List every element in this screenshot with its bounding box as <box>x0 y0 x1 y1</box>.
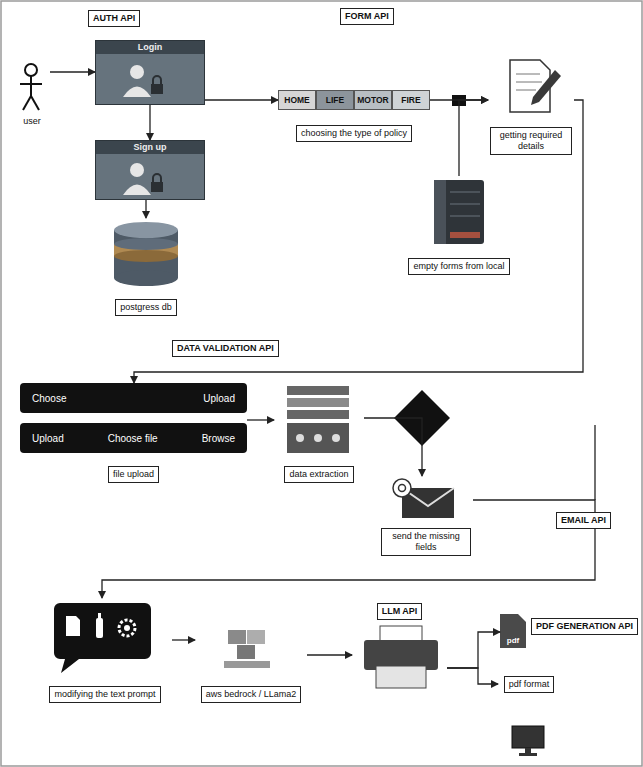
node-text: data extraction <box>284 466 353 483</box>
node-text: postgress db <box>115 299 177 316</box>
upload-bar: Upload Choose file Browse <box>20 423 247 453</box>
file-upload-panel: file uploadChooseUploadUploadChoose file… <box>20 383 247 483</box>
section-label: EMAIL API <box>556 512 611 529</box>
flow-arrow <box>134 100 583 383</box>
node-text: Choose <box>32 393 66 404</box>
node-text: pdf format <box>504 676 555 693</box>
section-label: DATA VALIDATION API <box>172 340 279 357</box>
node-text: pdf <box>507 636 519 648</box>
node-text: Upload <box>203 393 235 404</box>
node-text: LIFE <box>326 95 344 105</box>
flow-arrow <box>50 71 95 72</box>
flow-arrow <box>247 419 274 420</box>
section-label: PDF GENERATION API <box>531 618 638 635</box>
printer-step: LLM API <box>352 603 447 695</box>
node-text: Login <box>96 41 204 54</box>
flow-arrow <box>145 200 146 218</box>
prompt-icon <box>54 603 151 673</box>
node-text: file upload <box>108 466 159 483</box>
flow-arrow <box>447 668 498 684</box>
node-text: choosing the type of policy <box>296 125 412 142</box>
flow-arrow <box>459 100 488 176</box>
node-text: Choose file <box>108 433 158 444</box>
section-label: AUTH API <box>88 10 140 27</box>
node-text: aws bedrock / LLama2 <box>201 686 302 703</box>
details-doc: getting required details <box>488 55 574 155</box>
database-icon <box>114 222 178 286</box>
node-text: modifying the text prompt <box>49 686 160 703</box>
actor: user <box>14 60 50 126</box>
policy-tabs: choosing the type of policy HOME LIFE MOTOR… <box>278 90 430 142</box>
pdf-output: pdf format <box>498 675 560 694</box>
signup-box: Sign up <box>95 140 205 200</box>
flow-arrow <box>149 105 150 140</box>
signup-box-art <box>95 140 205 200</box>
printer-icon <box>364 626 438 688</box>
node-text: LLM API <box>377 603 423 620</box>
pdf-file: pdf <box>500 614 526 648</box>
email-icon <box>393 479 454 518</box>
email-step: send the missing fields <box>379 476 473 556</box>
policy-tab: LIFE <box>316 90 354 110</box>
node-text: Sign up <box>96 141 204 154</box>
login-box-art <box>95 40 205 105</box>
llm-service: aws bedrock / LLama2 <box>195 622 307 703</box>
policy-tab: FIRE <box>392 90 430 110</box>
data-extraction-icon <box>287 386 349 453</box>
node-text: send the missing fields <box>381 528 471 556</box>
section-label: FORM API <box>340 8 394 25</box>
node-text: HOME <box>284 95 310 105</box>
email-line <box>594 425 595 500</box>
database: postgress db <box>100 218 192 316</box>
flow-arrow <box>205 99 278 100</box>
node-text: Upload <box>32 433 64 444</box>
aws-icon <box>224 630 270 668</box>
node-text: FIRE <box>401 95 420 105</box>
policy-tab: MOTOR <box>354 90 392 110</box>
form-server: empty forms from local <box>396 176 522 275</box>
node-text: Browse <box>202 433 235 444</box>
flow-arrow <box>307 654 352 655</box>
node-text: MOTOR <box>357 95 388 105</box>
pdf-icon <box>500 614 526 648</box>
flow-arrow <box>364 418 422 476</box>
flow-arrow <box>172 639 195 640</box>
prompt-step: modifying the text prompt <box>38 598 172 703</box>
data-extraction: data extraction <box>274 383 364 483</box>
node-text: user <box>23 116 41 126</box>
document-icon <box>510 60 561 112</box>
server-icon <box>434 180 484 244</box>
user-figure <box>20 64 42 110</box>
flow-arrow <box>102 500 595 598</box>
login-box: Login <box>95 40 205 105</box>
policy-tab: HOME <box>278 90 316 110</box>
monitor-icon <box>512 726 544 756</box>
upload-bar: Choose Upload <box>20 383 247 413</box>
node-text: getting required details <box>490 127 572 155</box>
flow-arrow <box>447 632 500 668</box>
node-text: empty forms from local <box>408 258 509 275</box>
